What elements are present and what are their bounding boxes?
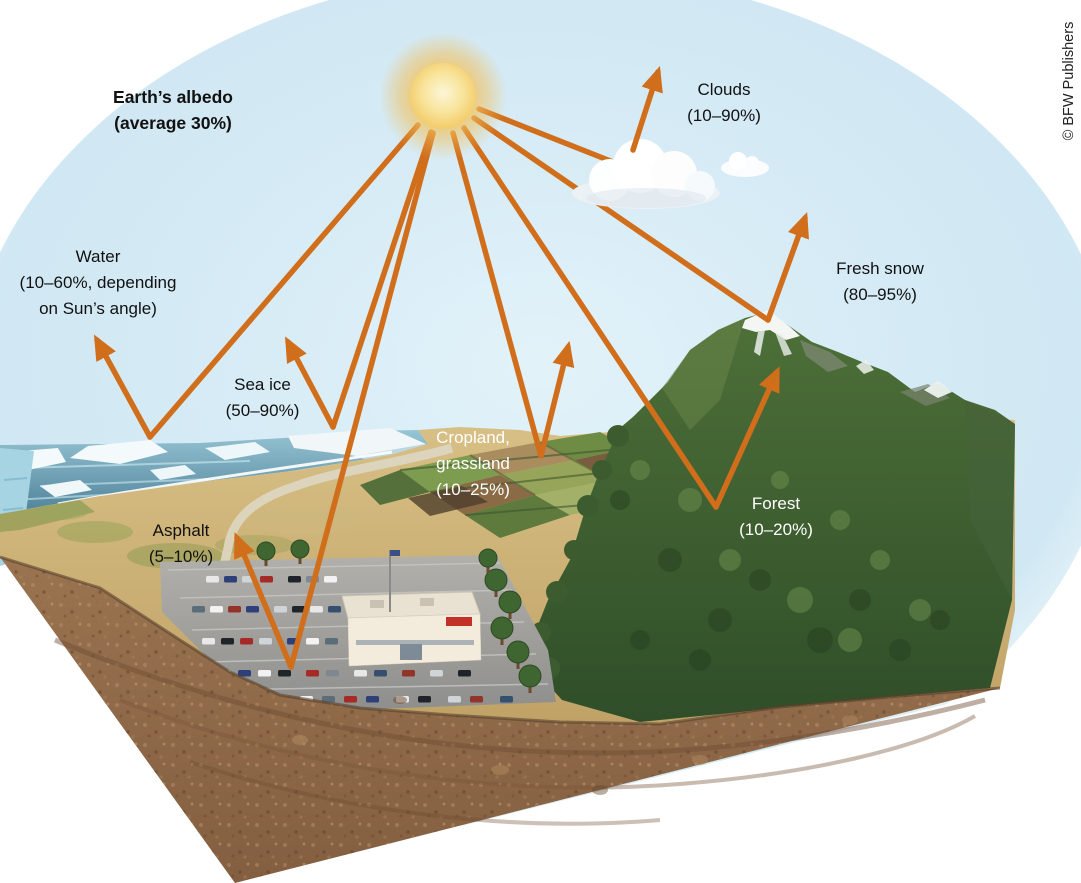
snow-cap: [742, 310, 800, 340]
cloud-icon: [572, 139, 769, 209]
reflected-arrow-forest: [713, 366, 780, 510]
rock-outcrop: [800, 340, 848, 372]
incident-ray-forest: [461, 125, 719, 510]
store-building: [341, 591, 482, 667]
coastal-road: [219, 443, 454, 567]
title-line: Earth’s albedo: [113, 87, 233, 107]
label-line: Sea ice: [234, 375, 291, 394]
sea-ice-sheet: [288, 428, 426, 456]
label-line: (10–60%, depending: [19, 273, 177, 292]
iceberg: [70, 440, 168, 464]
label-line: (80–95%): [843, 285, 917, 304]
incident-ray-asphalt: [288, 130, 436, 670]
title-line: (average 30%): [114, 113, 232, 133]
label-cropland: Cropland, grassland (10–25%): [398, 425, 548, 503]
diagram-title: Earth’s albedo (average 30%): [58, 84, 288, 136]
label-line: on Sun’s angle): [39, 299, 157, 318]
building-sign: [446, 617, 472, 626]
incident-rays: [147, 106, 771, 670]
label-line: (10–25%): [436, 480, 510, 499]
far-slope: [965, 400, 1015, 600]
reflected-arrow-water: [93, 334, 153, 440]
reflected-arrows: [93, 65, 809, 670]
incident-ray-cropland: [450, 130, 544, 459]
label-line: Water: [75, 247, 121, 266]
label-clouds: Clouds (10–90%): [658, 77, 790, 129]
reflected-arrow-sea-ice: [285, 336, 336, 430]
ice-floe: [150, 465, 196, 480]
label-line: grassland: [436, 454, 510, 473]
label-line: (50–90%): [225, 401, 300, 420]
label-line: (5–10%): [148, 547, 214, 566]
incident-ray-snow: [471, 115, 771, 323]
flagpole: [389, 550, 400, 612]
reflected-arrow-cloud: [630, 65, 663, 153]
label-asphalt: Asphalt (5–10%): [110, 518, 252, 570]
label-line: Clouds: [697, 80, 751, 99]
label-line: Cropland,: [436, 428, 510, 447]
label-line: Fresh snow: [836, 259, 924, 278]
soil-cross-section: [0, 555, 1001, 883]
label-sea-ice: Sea ice (50–90%): [185, 372, 340, 424]
reflected-arrow-asphalt: [234, 532, 294, 670]
reflected-arrow-snow: [765, 212, 809, 323]
background-mask: [0, 566, 1081, 883]
snow-streak: [775, 332, 792, 356]
ice-floe: [205, 442, 270, 460]
label-water: Water (10–60%, depending on Sun’s angle): [0, 244, 196, 322]
sunlit-slope: [662, 318, 745, 430]
snow-cap: [924, 381, 952, 398]
trees: [256, 539, 542, 693]
publisher-credit: © BFW Publishers: [1061, 21, 1077, 141]
label-line: (10–90%): [687, 106, 761, 125]
snow-streak: [754, 330, 765, 356]
incident-ray-water: [147, 122, 421, 440]
label-fresh-snow: Fresh snow (80–95%): [798, 256, 962, 308]
reflected-arrow-cropland: [538, 340, 575, 459]
incident-ray-sea-ice: [330, 129, 434, 430]
ice-floe: [40, 480, 92, 497]
label-line: Asphalt: [152, 521, 210, 540]
label-forest: Forest (10–20%): [700, 491, 852, 543]
label-line: Forest: [751, 494, 801, 513]
sun-icon: [379, 32, 507, 160]
rock-outcrop: [900, 384, 950, 406]
snow-cap: [856, 360, 874, 374]
label-line: (10–20%): [739, 520, 813, 539]
